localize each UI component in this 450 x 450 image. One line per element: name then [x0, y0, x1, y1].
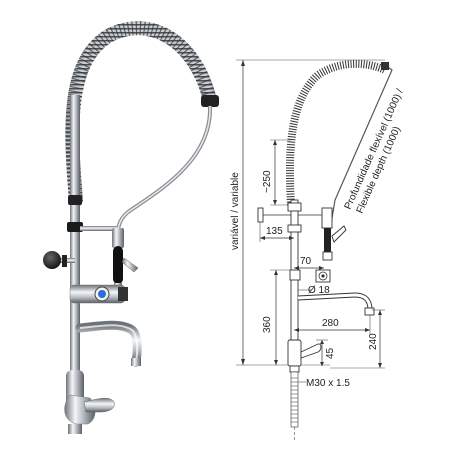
technical-drawing: variável / variable Profundidade flexíve…	[230, 59, 406, 440]
height-360-label: 360	[262, 316, 273, 333]
main-column	[70, 95, 80, 395]
wall-bracket-knob	[43, 251, 61, 269]
thread-label: M30 x 1.5	[306, 378, 350, 389]
wall-offset-label: 135	[266, 226, 283, 237]
drawing-wall-bracket	[257, 207, 264, 223]
valve-offset-label: 70	[300, 256, 312, 267]
spring-length-label: ~250	[262, 170, 273, 193]
valve-block	[69, 284, 128, 304]
swivel-spout	[75, 320, 142, 367]
drawing-spring-coil	[286, 59, 387, 206]
spout-height-label: 240	[368, 333, 379, 350]
faucet-illustration	[43, 21, 219, 434]
flexible-hose	[116, 105, 213, 241]
spring-clamp	[201, 95, 219, 107]
drawing-mixer	[287, 339, 322, 373]
spout-reach-label: 280	[322, 318, 339, 329]
mixer-height-label: 45	[325, 347, 336, 359]
spray-gun	[112, 228, 139, 293]
mixer-lever	[83, 398, 115, 413]
height-variable-label: variável / variable	[230, 172, 241, 250]
drawing-valve-block	[289, 269, 331, 283]
hose-holder-arm	[80, 226, 118, 231]
mixer-body	[64, 370, 115, 434]
spring-coil-shadow	[65, 21, 217, 201]
drawing-threaded-stem	[290, 371, 299, 428]
pipe-diameter-label: Ø 18	[308, 285, 330, 296]
drawing-spray-gun	[321, 207, 347, 261]
